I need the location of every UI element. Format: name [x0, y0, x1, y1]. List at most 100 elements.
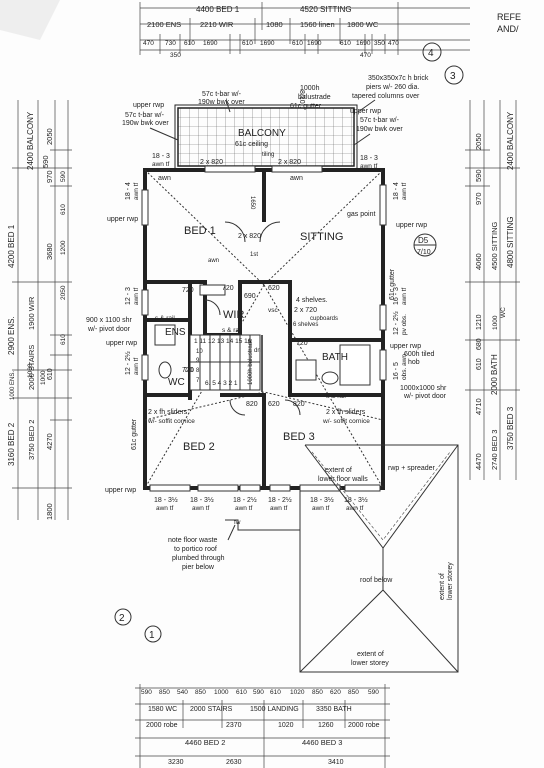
svg-text:8: 8 — [196, 368, 200, 374]
left-dim-inner-9: 1800 — [45, 503, 54, 520]
left-dim-small-0: 590 — [60, 171, 67, 182]
svg-text:720: 720 — [182, 287, 194, 294]
left-dimensions: 2400 BALCONY 4200 BED 1 2900 ENS. 1000 E… — [7, 100, 72, 520]
exterior-notes: upper rwp upper rwp upper rwp upper rwp … — [86, 182, 447, 571]
svg-text:18 - 3½: 18 - 3½ — [154, 496, 178, 504]
svg-text:820: 820 — [246, 401, 258, 408]
svg-text:s & rail: s & rail — [326, 393, 346, 400]
svg-text:pv obs.: pv obs. — [401, 314, 408, 335]
svg-text:7: 7 — [196, 378, 200, 384]
bot-r5-2: 3410 — [328, 759, 344, 766]
right-dim-inner-4: 4500 SITTING — [490, 221, 499, 270]
svg-text:extent of: extent of — [357, 651, 384, 658]
left-dim-outer-3: 1000 ENS. — [10, 371, 16, 400]
interior-annotations: 2 x 820 2 x 820 2 x 820 1st 1650 720 720… — [147, 159, 370, 425]
svg-text:awn tf: awn tf — [270, 505, 288, 512]
svg-text:190w bwk over: 190w bwk over — [198, 99, 245, 106]
svg-text:upper rwp: upper rwp — [350, 108, 381, 115]
grid-marker-4: 4 — [422, 42, 442, 62]
balcony-ceiling: 61c ceiling — [235, 141, 268, 148]
right-dim-inner-9: 1000 — [492, 315, 499, 330]
left-dim-outer-1: 4200 BED 1 — [7, 224, 16, 268]
right-dim-inner-3: 4060 — [474, 253, 483, 270]
right-dim-inner-1: 970 — [474, 192, 483, 205]
svg-text:cupboards: cupboards — [310, 316, 338, 322]
svg-text:12 - 2½: 12 - 2½ — [124, 351, 132, 375]
svg-text:1000x1000 shr: 1000x1000 shr — [400, 385, 447, 392]
svg-text:lower storey: lower storey — [351, 660, 389, 667]
room-bed3: BED 3 — [283, 431, 315, 443]
corner-text-2: AND/ — [497, 24, 519, 34]
svg-text:s & rail: s & rail — [222, 327, 242, 334]
left-dim-small-6: 610 — [60, 334, 67, 345]
left-dim-outer-4: 3160 BED 2 — [7, 422, 16, 466]
svg-text:1000h balustrade: 1000h balustrade — [248, 338, 254, 385]
right-dim-inner-6: 680 — [476, 338, 483, 350]
svg-text:720: 720 — [222, 285, 234, 292]
bot-r1-7: 610 — [270, 689, 281, 696]
svg-text:awn tf: awn tf — [401, 287, 408, 305]
left-dim-small-3: 2050 — [60, 285, 67, 300]
svg-text:extent of: extent of — [325, 467, 352, 474]
svg-text:900 x 1100 shr: 900 x 1100 shr — [86, 317, 132, 324]
svg-text:dn: dn — [254, 348, 261, 354]
svg-text:4: 4 — [428, 48, 434, 59]
svg-text:w/- soffit cornice: w/- soffit cornice — [147, 418, 195, 425]
svg-text:awn tf: awn tf — [133, 357, 140, 375]
svg-text:620: 620 — [268, 285, 280, 292]
bottom-dimensions: 590 850 540 850 1000 610 590 610 1020 85… — [135, 684, 390, 768]
svg-text:18 - 3½: 18 - 3½ — [344, 496, 368, 504]
svg-text:hob: hob — [408, 359, 420, 366]
top-dim-r3-10: 350 — [374, 40, 385, 47]
bot-r1-2: 540 — [177, 689, 188, 696]
section-marker-b: 8/10 — [298, 90, 305, 104]
svg-text:gas point: gas point — [347, 211, 375, 218]
svg-text:upper rwp: upper rwp — [107, 216, 138, 223]
room-wir: WIR — [223, 309, 244, 321]
bot-r2-1: 2000 STAIRS — [190, 706, 233, 713]
svg-text:600h tiled: 600h tiled — [404, 351, 434, 358]
grid-marker-1: 1 — [144, 625, 162, 643]
svg-text:690: 690 — [244, 293, 256, 300]
bot-r2-3: 3350 BATH — [316, 706, 352, 713]
svg-text:18 - 2½: 18 - 2½ — [268, 496, 292, 504]
top-dim-r3-9: 1690 — [356, 40, 371, 47]
right-dim-outer-3: 3750 BED 3 — [506, 406, 515, 450]
svg-text:2: 2 — [119, 613, 125, 624]
svg-text:plumbed through: plumbed through — [172, 555, 225, 562]
svg-text:upper rwp: upper rwp — [105, 487, 136, 494]
left-dim-small-2: 1200 — [60, 240, 67, 255]
svg-text:D5: D5 — [418, 236, 429, 245]
svg-text:18 - 3½: 18 - 3½ — [190, 496, 214, 504]
bot-r1-3: 850 — [195, 689, 206, 696]
right-dim-inner-8: 4710 — [474, 398, 483, 415]
right-dim-inner-12: 4470 — [474, 453, 483, 470]
right-dim-inner-10: WC — [500, 307, 507, 318]
top-dim-wc: 1800 WC — [347, 20, 379, 29]
svg-text:1: 1 — [149, 630, 155, 641]
left-dim-small-5: 1000 — [40, 370, 47, 385]
note-balustrade: balustrade — [298, 94, 331, 101]
svg-text:720: 720 — [184, 368, 195, 374]
left-dim-inner-0: 2050 — [45, 128, 54, 145]
left-dim-inner-5: 2000 STAIRS — [27, 345, 36, 390]
bot-r3-2: 1020 — [278, 722, 294, 729]
svg-text:s & rail: s & rail — [155, 315, 175, 322]
bot-r3-4: 2000 robe — [348, 722, 380, 729]
top-dim-r3-6: 610 — [292, 40, 303, 47]
top-dim-bed1: 4400 BED 1 — [196, 5, 240, 14]
bot-r1-5: 610 — [236, 689, 247, 696]
svg-text:awn tf: awn tf — [312, 505, 330, 512]
svg-text:awn tf: awn tf — [401, 182, 408, 200]
svg-text:extent of: extent of — [439, 573, 446, 600]
svg-text:w/- pivot door: w/- pivot door — [87, 326, 131, 333]
svg-text:upper rwp: upper rwp — [133, 102, 164, 109]
left-dim-inner-8: 4270 — [45, 433, 54, 450]
svg-text:upper rwp: upper rwp — [396, 222, 427, 229]
bot-r1-11: 850 — [348, 689, 359, 696]
svg-text:720: 720 — [182, 367, 194, 374]
bot-r1-6: 590 — [253, 689, 264, 696]
svg-text:1st: 1st — [250, 252, 258, 258]
bot-r1-10: 620 — [330, 689, 341, 696]
right-dimensions: 2400 BALCONY 4800 SITTING 2000 BATH 3750… — [465, 100, 520, 480]
